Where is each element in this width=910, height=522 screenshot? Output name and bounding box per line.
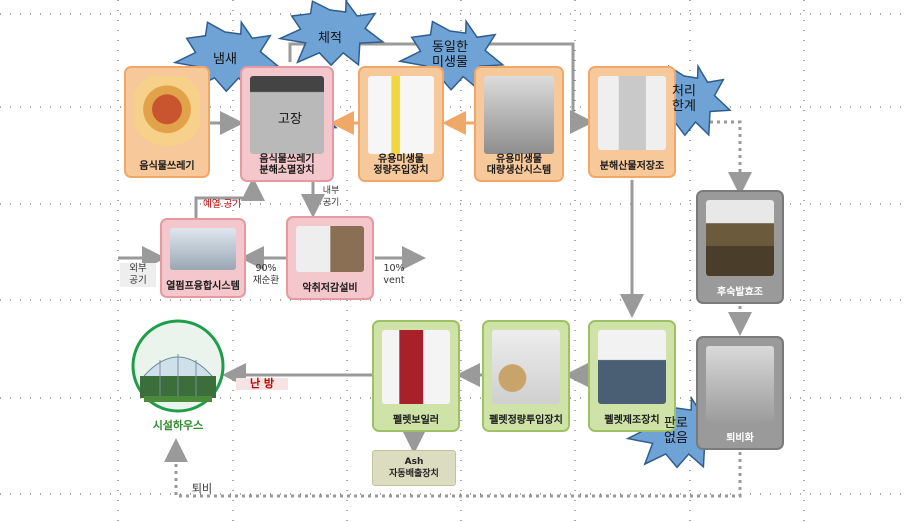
problem-volume: 체적 — [318, 31, 342, 46]
fertilizer-image — [706, 346, 774, 422]
box-fertilizer: 퇴비화 — [696, 336, 784, 450]
box-decomposer: 음식물쓰레기 분해소멸장치 — [240, 66, 334, 182]
starburst-volume — [277, 0, 385, 67]
box-pellet-maker: 펠렛제조장치 — [588, 320, 676, 432]
box-fertilizer-label: 퇴비화 — [726, 433, 754, 444]
post-fermentation-image — [706, 200, 774, 276]
microbe-mass-image — [484, 76, 554, 154]
box-decomposed-storage: 분해산물저장조 — [588, 66, 676, 178]
label-compost: 퇴비 — [191, 482, 213, 495]
decomposer-image — [250, 76, 324, 154]
box-heat-pump: 열펌프융합시스템 — [160, 218, 246, 298]
decomposed-storage-image — [598, 76, 666, 150]
problem-breakdown: 고장 — [278, 112, 302, 127]
box-food-waste-label: 음식물쓰레기 — [139, 161, 195, 172]
box-decomposed-storage-label: 분해산물저장조 — [599, 161, 665, 172]
box-pellet-boiler: 펠렛보일러 — [372, 320, 460, 432]
heat-pump-image — [170, 228, 236, 270]
pellet-feeder-image — [492, 330, 560, 404]
problem-no-market: 판로 없음 — [664, 416, 688, 446]
label-internal-air: 내부 공기 — [322, 186, 340, 208]
flow-arrows — [118, 42, 644, 454]
box-microbe-mass-label: 유용미생물 대량생산시스템 — [486, 154, 552, 176]
box-odor-reduction-label: 악취저감설비 — [302, 283, 358, 294]
arrow-decomposer-to-storage — [288, 42, 594, 134]
pellet-maker-image — [598, 330, 666, 404]
label-recirculation: 90% 재순환 — [252, 263, 280, 286]
problem-same-microbe: 동일한 미생물 — [432, 40, 468, 70]
box-post-fermentation: 후숙발효조 — [696, 190, 784, 304]
box-pellet-feeder-label: 펠렛정량투입장치 — [489, 415, 563, 426]
arrow-heatpump-to-decomposer — [194, 177, 265, 222]
box-microbe-injector: 유용미생물 정량주입장치 — [358, 66, 444, 182]
box-post-fermentation-label: 후숙발효조 — [717, 287, 763, 298]
microbe-injector-image — [368, 76, 434, 154]
box-food-waste: 음식물쓰레기 — [124, 66, 210, 178]
box-pellet-maker-label: 펠렛제조장치 — [604, 415, 660, 426]
box-pellet-boiler-label: 펠렛보일러 — [393, 415, 439, 426]
box-decomposer-label: 음식물쓰레기 분해소멸장치 — [259, 154, 315, 176]
problem-limit: 처리 한계 — [672, 84, 696, 114]
box-pellet-feeder: 펠렛정량투입장치 — [482, 320, 570, 432]
greenhouse-image — [131, 319, 225, 413]
box-odor-reduction: 악취저감설비 — [286, 216, 374, 300]
box-ash: Ash 자동배출장치 — [372, 450, 456, 486]
label-vent: 10% vent — [383, 263, 405, 286]
box-microbe-mass: 유용미생물 대량생산시스템 — [474, 66, 564, 182]
label-outside-air: 외부 공기 — [120, 263, 156, 287]
odor-reduction-image — [296, 226, 364, 272]
problem-smell: 냄새 — [213, 52, 237, 67]
box-microbe-injector-label: 유용미생물 정량주입장치 — [373, 154, 429, 176]
label-heating: 난 방 — [236, 378, 288, 390]
food-waste-image — [134, 76, 200, 150]
box-ash-label: Ash 자동배출장치 — [389, 457, 439, 479]
label-preheated-air: 예열.공기 — [203, 199, 241, 210]
greenhouse-label: 시설하우스 — [152, 419, 204, 432]
box-heat-pump-label: 열펌프융합시스템 — [166, 281, 240, 292]
pellet-boiler-image — [382, 330, 450, 404]
